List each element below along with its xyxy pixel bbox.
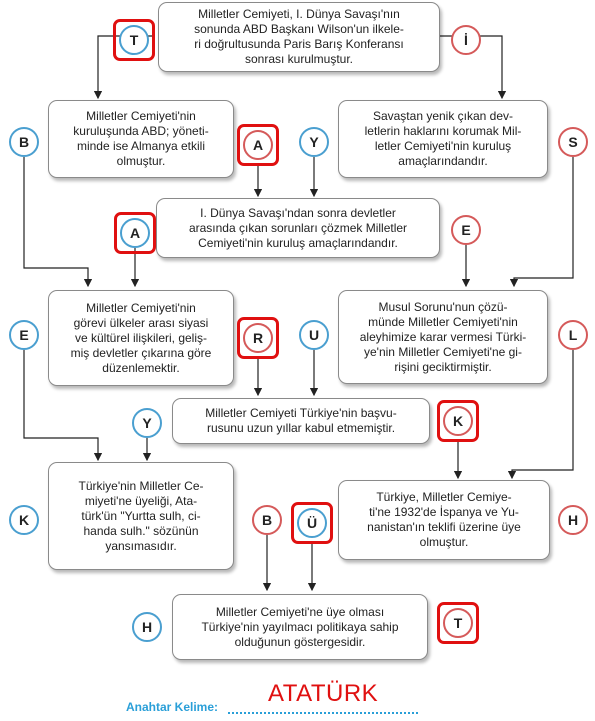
- letter-circle-a-row3[interactable]: A: [120, 218, 150, 248]
- statement-box-3: Savaştan yenik çıkan dev- letlerin hakla…: [338, 100, 548, 178]
- letter-circle-u-umlaut[interactable]: Ü: [297, 508, 327, 538]
- highlight-u-umlaut: [291, 502, 333, 544]
- letter-circle-e-right[interactable]: E: [451, 215, 481, 245]
- letter-circle-y-row2[interactable]: Y: [299, 127, 329, 157]
- letter-circle-b-row6[interactable]: B: [252, 505, 282, 535]
- letter-circle-t-top[interactable]: T: [119, 25, 149, 55]
- statement-box-2: Milletler Cemiyeti'nin kuruluşunda ABD; …: [48, 100, 234, 178]
- letter-circle-s-right[interactable]: S: [558, 127, 588, 157]
- letter-circle-k-left[interactable]: K: [9, 505, 39, 535]
- statement-box-9: Türkiye, Milletler Cemiye- ti'ne 1932'de…: [338, 480, 550, 560]
- letter-circle-h-right[interactable]: H: [558, 505, 588, 535]
- letter-circle-l-right[interactable]: L: [558, 320, 588, 350]
- statement-box-5: Milletler Cemiyeti'nin görevi ülkeler ar…: [48, 290, 234, 386]
- statement-box-1: Milletler Cemiyeti, I. Dünya Savaşı'nın …: [158, 2, 440, 72]
- highlight-a-row2: [237, 124, 279, 166]
- letter-circle-k-row5[interactable]: K: [443, 406, 473, 436]
- letter-circle-t-bottom[interactable]: T: [443, 608, 473, 638]
- statement-box-4: I. Dünya Savaşı'ndan sonra devletler ara…: [156, 198, 440, 258]
- letter-circle-i-top[interactable]: İ: [451, 25, 481, 55]
- key-word-answer: ATATÜRK: [268, 680, 379, 707]
- letter-circle-u[interactable]: U: [299, 320, 329, 350]
- statement-box-6: Musul Sorunu'nun çözü- münde Milletler C…: [338, 290, 548, 384]
- letter-circle-h-left[interactable]: H: [132, 612, 162, 642]
- highlight-a-row3: [114, 212, 156, 254]
- letter-circle-b-left[interactable]: B: [9, 127, 39, 157]
- statement-box-7: Milletler Cemiyeti Türkiye'nin başvu- ru…: [172, 398, 430, 444]
- highlight-r: [237, 317, 279, 359]
- statement-box-8: Türkiye'nin Milletler Ce- miyeti'ne üyel…: [48, 462, 234, 570]
- key-word-label: Anahtar Kelime:: [126, 700, 219, 714]
- statement-box-10: Milletler Cemiyeti'ne üye olması Türkiye…: [172, 594, 428, 660]
- highlight-k: [437, 400, 479, 442]
- key-word-dotted-line: [228, 712, 418, 714]
- highlight-t-bottom: [437, 602, 479, 644]
- letter-circle-r[interactable]: R: [243, 323, 273, 353]
- letter-circle-a-row2[interactable]: A: [243, 130, 273, 160]
- letter-circle-e-left[interactable]: E: [9, 320, 39, 350]
- highlight-t-top: [113, 19, 155, 61]
- letter-circle-y-row5[interactable]: Y: [132, 408, 162, 438]
